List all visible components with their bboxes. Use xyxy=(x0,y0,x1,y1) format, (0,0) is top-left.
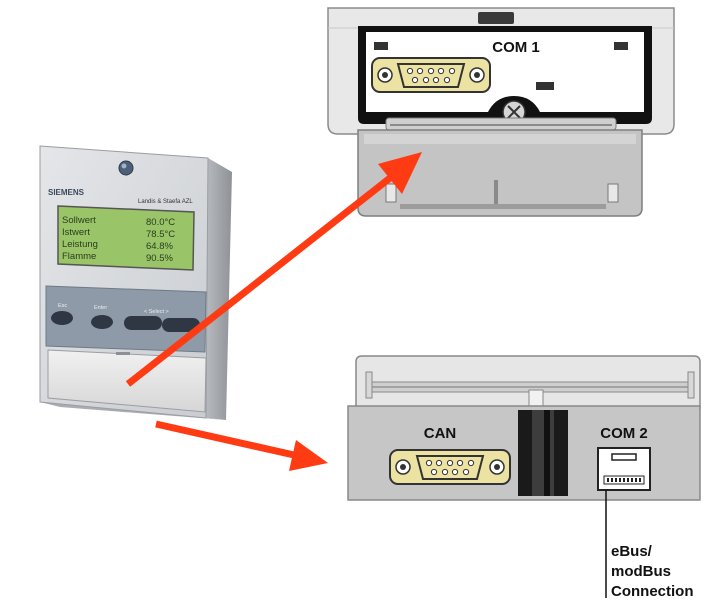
com2-label: COM 2 xyxy=(600,425,648,442)
com1-port-view: COM 1 xyxy=(327,7,675,217)
cover-notch xyxy=(116,352,130,355)
ebus-annotation: eBus/ modBus Connection xyxy=(605,490,694,600)
com1-led-right xyxy=(614,42,628,50)
lcd-line-4-label: Flamme xyxy=(62,251,96,262)
arrow-to-com1 xyxy=(125,152,422,387)
com2-rj-connector xyxy=(597,447,651,491)
enter-button[interactable] xyxy=(91,315,113,329)
arrows xyxy=(125,152,422,471)
select-label: < Select > xyxy=(144,309,169,315)
device-side xyxy=(206,158,232,420)
lcd-line-1-value: 80.0°C xyxy=(146,217,175,228)
device-brand: SIEMENS xyxy=(48,188,85,197)
com1-flap xyxy=(357,129,643,217)
enter-label: Enter xyxy=(94,305,107,311)
lcd-line-1-label: Sollwert xyxy=(62,215,96,226)
com1-label: COM 1 xyxy=(492,39,540,56)
bottom-ports-view: CAN COM 2 xyxy=(347,355,701,501)
com1-led-mid xyxy=(536,82,554,90)
lcd-line-2-value: 78.5°C xyxy=(146,229,175,240)
esc-label: Esc xyxy=(58,303,67,309)
device-model: Landis & Staefa AZL xyxy=(138,199,193,205)
lcd-line-3-value: 64.8% xyxy=(146,241,173,252)
annotation-line-1: eBus/ xyxy=(611,543,653,560)
select-right-button[interactable] xyxy=(162,318,200,332)
device-knob xyxy=(118,160,134,176)
lcd-line-4-value: 90.5% xyxy=(146,253,173,264)
can-db9-connector xyxy=(389,449,511,485)
esc-button[interactable] xyxy=(51,311,73,325)
can-label: CAN xyxy=(424,425,457,442)
flap-slot xyxy=(494,180,498,204)
annotation-line-2: modBus xyxy=(611,563,671,580)
lcd-line-3-label: Leistung xyxy=(62,239,98,250)
lcd-display xyxy=(57,205,195,271)
flap-clip-left xyxy=(385,183,397,203)
com1-top-tab xyxy=(478,12,514,24)
select-left-button[interactable] xyxy=(124,316,162,330)
lcd-line-2-label: Istwert xyxy=(62,227,90,238)
flap-groove xyxy=(400,204,606,209)
com1-led-left xyxy=(374,42,388,50)
annotation-line-3: Connection xyxy=(611,583,694,600)
com1-db9-connector xyxy=(371,57,491,93)
lcd-lines: Sollwert 80.0°C Istwert 78.5°C Leistung … xyxy=(62,215,175,264)
arrow-to-bottom-ports xyxy=(155,420,328,471)
flap-clip-right xyxy=(607,183,619,203)
